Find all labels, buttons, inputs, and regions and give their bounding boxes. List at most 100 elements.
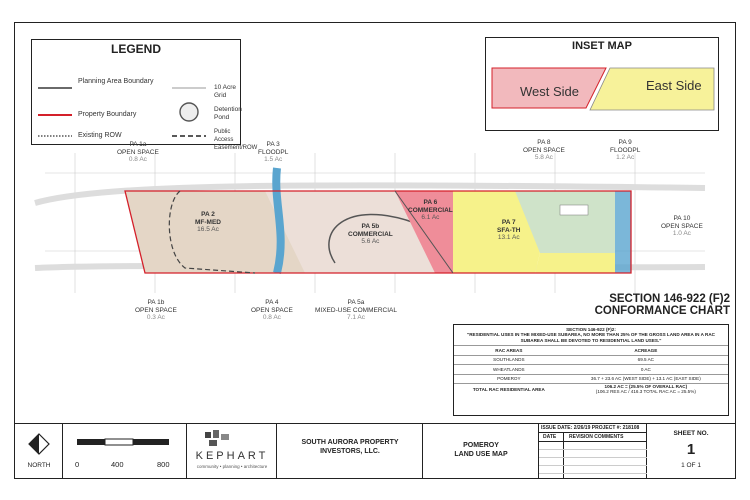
pa6-acres: 6.1 Ac	[421, 214, 440, 221]
section-title-line2: CONFORMANCE CHART	[594, 305, 730, 317]
pa5b-use: COMMERCIAL	[348, 230, 393, 238]
issue-date: ISSUE DATE: 2/26/19 PROJECT #: 218108	[541, 425, 640, 431]
chart-heading: SECTION 146-922 (F)2:	[566, 327, 616, 332]
public-access-easement	[168, 190, 256, 274]
project-line1: POMEROY	[463, 442, 499, 449]
pa7-east-area	[535, 253, 615, 273]
scale-0: 0	[75, 460, 80, 469]
north-label: NORTH	[27, 462, 51, 469]
pa8-area	[515, 191, 615, 253]
scale-800: 800	[157, 460, 170, 469]
row-line	[394, 190, 454, 274]
pa4-use: OPEN SPACE	[251, 306, 293, 314]
pa5b-road	[328, 213, 436, 264]
pa8-use: OPEN SPACE	[523, 146, 565, 154]
property-boundary-line	[124, 190, 632, 274]
pa9-name: PA 9	[618, 139, 632, 146]
project-line2: LAND USE MAP	[454, 451, 508, 458]
pa9-floodplain	[615, 191, 631, 273]
pa10-name: PA 10	[673, 215, 691, 222]
chart-total-detail: (106.2 RES AC / 416.3 TOTAL RAC AC = 25.…	[595, 389, 696, 394]
pa5a-name: PA 5a	[347, 299, 365, 306]
legend-symbols	[38, 87, 206, 137]
pa3-acres: 1.5 Ac	[264, 156, 283, 163]
legend-public-access: Public Access Easement/ROW	[214, 129, 258, 151]
pa4-name: PA 4	[265, 299, 279, 306]
chart-table: RAC AREAS ACREAGE SOUTHLANDS 69.5 AC WHE…	[454, 345, 728, 394]
revision-table: DATE REVISION COMMENTS	[539, 432, 647, 479]
revision-cell: ISSUE DATE: 2/26/19 PROJECT #: 218108 DA…	[539, 424, 647, 479]
scale-400: 400	[111, 460, 124, 469]
pa7-area	[453, 191, 540, 273]
pa7-acres: 13.1 Ac	[497, 234, 520, 241]
pa2-name: PA 2	[201, 211, 215, 218]
inset-west-side	[491, 67, 607, 109]
pa9-use: FLOODPL	[610, 146, 641, 154]
firm-name: KEPHART	[195, 450, 269, 462]
pa5b-acres: 5.6 Ac	[361, 238, 380, 245]
inset-map-graphic	[491, 67, 715, 111]
pa5b-name: PA 5b	[361, 223, 380, 230]
pa6-name: PA 6	[423, 199, 438, 206]
inset-east-label: East Side	[646, 78, 702, 93]
chart-row-pomeroy-val: 36.7 + 23.6 AC (WEST SIDE) + 13.1 AC (EA…	[563, 373, 728, 384]
sheet-cell: SHEET NO. 1 1 OF 1	[647, 424, 735, 479]
pa9-acres: 1.2 Ac	[616, 154, 635, 161]
inset-west-label: West Side	[520, 84, 580, 99]
legend-ten-acre-grid: 10 Acre Grid	[214, 84, 237, 99]
pa2-acres: 16.5 Ac	[197, 226, 219, 233]
legend-detention-pond: Detention Pond	[214, 106, 242, 121]
inset-map-title: INSET MAP	[572, 40, 632, 52]
chart-row-southlands: SOUTHLANDS	[454, 354, 564, 365]
pa1a-name: PA 1a	[129, 141, 147, 148]
firm-cell: KEPHART community • planning • architect…	[187, 424, 277, 479]
sheet-number: 1	[686, 441, 696, 458]
drawing-sheet: LEGEND Planning Area Boundary Property B…	[14, 22, 736, 479]
chart-total-label: TOTAL RAC RESIDENTIAL AREA	[454, 383, 564, 394]
chart-total-value: 106.2 AC = (25.5% OF OVERALL RAC)	[604, 384, 688, 389]
pa8-name: PA 8	[537, 139, 551, 146]
inset-east-side	[589, 67, 715, 111]
pa1a-acres: 0.8 Ac	[128, 156, 147, 163]
pa8-acres: 5.8 Ac	[534, 154, 553, 161]
inset-map-box: INSET MAP West Side East Side	[485, 37, 719, 131]
north-arrow-cell: NORTH	[15, 424, 63, 479]
pa1b-name: PA 1b	[147, 299, 165, 306]
pa10-acres: 1.0 Ac	[672, 230, 691, 237]
pa1a-use: OPEN SPACE	[117, 148, 159, 156]
sheet-label: SHEET NO.	[673, 430, 709, 437]
legend-planning-area-boundary: Planning Area Boundary	[78, 78, 154, 85]
pa2-use: MF-MED	[195, 218, 221, 226]
title-block: NORTH 0 400 800 KEPHART community • plan…	[15, 423, 735, 479]
client-name: SOUTH AURORA PROPERTY INVESTORS, LLC.	[301, 439, 399, 455]
sheet-of: 1 OF 1	[681, 462, 701, 469]
north-arrow-icon	[28, 433, 50, 455]
pa3-floodplain	[272, 167, 285, 274]
chart-col-acreage: ACREAGE	[563, 345, 728, 355]
scale-bar-icon	[77, 438, 169, 446]
legend-property-boundary: Property Boundary	[78, 111, 137, 118]
legend-title: LEGEND	[110, 42, 161, 56]
pa7-name: PA 7	[501, 219, 516, 226]
pa3-name: PA 3	[266, 141, 280, 148]
legend-box: LEGEND Planning Area Boundary Property B…	[31, 39, 257, 151]
scale-bar-cell: 0 400 800	[63, 424, 187, 479]
kephart-logo-icon	[205, 430, 229, 446]
chart-col-areas: RAC AREAS	[454, 345, 564, 355]
pa5a-acres: 7.1 Ac	[346, 314, 366, 321]
chart-row-wheatlands: WHEATLANDS	[454, 364, 564, 374]
project-cell: POMEROY LAND USE MAP	[423, 424, 539, 479]
section-title-line1: SECTION 146-922 (F)2	[609, 293, 730, 305]
